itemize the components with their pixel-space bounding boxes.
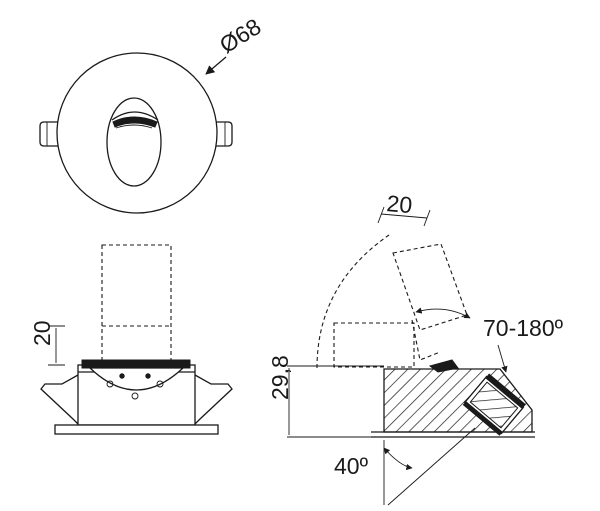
lamp-position-vertical (392, 243, 468, 331)
lamp-band (81, 359, 191, 369)
top-view: Ø68 (39, 13, 266, 214)
dashed-extension (101, 244, 172, 361)
swing-arc (316, 234, 390, 369)
angle-arc (415, 307, 471, 319)
tilt-angle-label: 40º (334, 453, 369, 479)
right-spring-clip (193, 374, 233, 426)
oval-aperture (106, 97, 162, 187)
left-spring-clip (40, 374, 80, 426)
tilted-lamp-module (462, 373, 526, 436)
width-dimension-line (380, 213, 428, 219)
width-label-top: 20 (386, 190, 414, 218)
right-clip (216, 121, 233, 147)
tilt-angle-arc (383, 447, 413, 471)
outer-ring (56, 52, 218, 214)
lamp-position-horizontal (333, 322, 415, 368)
diameter-leader (205, 56, 227, 75)
aperture-lamp (112, 116, 158, 128)
angle-leader (497, 344, 508, 373)
side-view: 20 70-180º 29,8 40º (267, 190, 564, 506)
tilt-axis-line (387, 427, 476, 506)
front-view: 20 (29, 244, 233, 435)
left-clip (39, 121, 58, 147)
depth-label: 29,8 (267, 355, 293, 400)
diameter-label: Ø68 (215, 13, 266, 58)
base-trim (54, 424, 219, 435)
angle-range-label: 70-180º (483, 315, 564, 341)
height-label-left: 20 (29, 320, 55, 346)
